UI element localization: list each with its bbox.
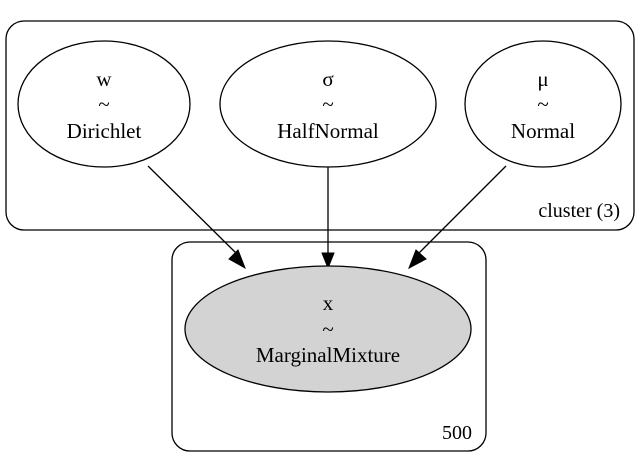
cluster-plate-label: cluster (3) <box>538 200 620 222</box>
data-plate-border <box>171 241 487 452</box>
node-mu: μ ~ Normal <box>464 40 622 168</box>
node-mu-name: μ <box>537 67 548 91</box>
node-mu-ellipse <box>464 40 622 168</box>
edge-sigma-to-x-arrowhead <box>321 252 335 270</box>
cluster-plate-border <box>5 20 635 231</box>
node-w-tilde: ~ <box>98 92 109 116</box>
node-mu-tilde: ~ <box>537 92 548 116</box>
data-plate: 500 <box>171 241 487 452</box>
edge-mu-to-x <box>417 165 507 255</box>
node-w-ellipse <box>17 40 191 168</box>
edge-w-to-x <box>147 165 238 255</box>
node-x-ellipse <box>184 265 472 393</box>
node-w-name: w <box>96 67 112 91</box>
edge-w-to-x-arrowhead <box>228 249 246 270</box>
node-x-tilde: ~ <box>322 317 333 341</box>
node-x-name: x <box>323 291 334 315</box>
cluster-plate: cluster (3) <box>5 20 635 231</box>
node-sigma: σ ~ HalfNormal <box>219 40 437 168</box>
node-sigma-tilde: ~ <box>322 92 333 116</box>
node-x: x ~ MarginalMixture <box>184 265 472 393</box>
node-w: w ~ Dirichlet <box>17 40 191 168</box>
data-plate-label: 500 <box>442 422 472 444</box>
edges <box>147 165 507 270</box>
edge-mu-to-x-arrowhead <box>408 249 427 270</box>
node-w-distribution: Dirichlet <box>67 119 142 143</box>
node-x-distribution: MarginalMixture <box>256 343 400 367</box>
node-mu-distribution: Normal <box>511 119 575 143</box>
node-sigma-distribution: HalfNormal <box>277 119 379 143</box>
node-sigma-ellipse <box>219 40 437 168</box>
node-sigma-name: σ <box>322 67 333 91</box>
